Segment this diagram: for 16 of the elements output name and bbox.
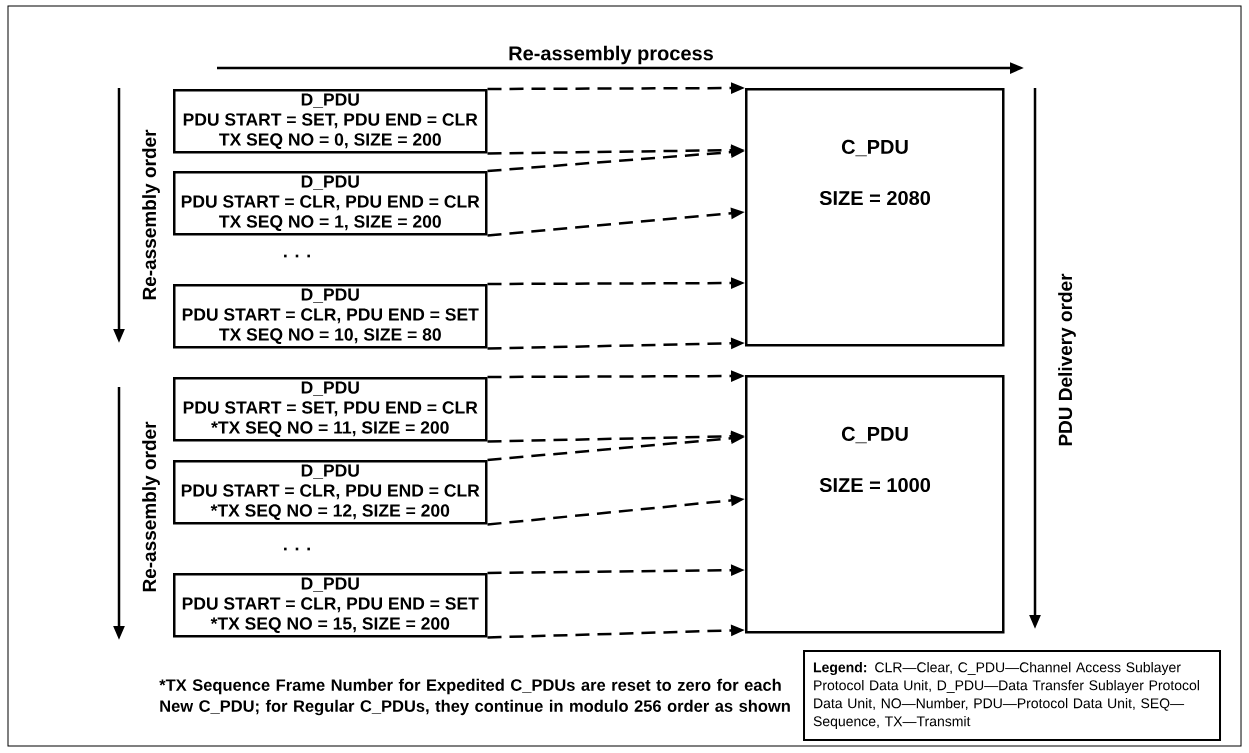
channel-unit-box: C_PDU SIZE = 1000 [745, 375, 1005, 634]
heading: Re-assembly process [509, 45, 713, 65]
axis-label: Re-assembly order [142, 421, 160, 592]
ellipsis: . . . [284, 254, 310, 258]
ellipsis: . . . [284, 547, 310, 551]
channel-unit-box: C_PDU SIZE = 2080 [745, 88, 1005, 347]
footnote: *TX Sequence Frame Number for Expedited C_PDUs are reset to zero for each New C_PDU; for Regular C_PDUs, they continue in modulo 256 order as shown [159, 678, 790, 716]
data-unit-box: D_PDU PDU START = SET, PDU END = CLR TX SEQ NO = 0, SIZE = 200 [173, 89, 488, 154]
legend-box: Legend: CLR—Clear, C_PDU—Channel Access Sublayer Protocol Data Unit, D_PDU—Data Transfer Sublayer Protocol Data Unit, NO—Number, PDU—Protocol Data Unit, SEQ—Sequence, TX—Transmit [803, 650, 1221, 741]
data-unit-box: D_PDU PDU START = SET, PDU END = CLR *TX SEQ NO = 11, SIZE = 200 [173, 377, 488, 442]
axis-label: PDU Delivery order [1058, 273, 1076, 446]
data-unit-box: D_PDU PDU START = CLR, PDU END = CLR TX SEQ NO = 1, SIZE = 200 [173, 171, 488, 236]
data-unit-box: D_PDU PDU START = CLR, PDU END = SET TX SEQ NO = 10, SIZE = 80 [173, 284, 488, 349]
axis-label: Re-assembly order [142, 129, 160, 300]
data-unit-box: D_PDU PDU START = CLR, PDU END = SET *TX SEQ NO = 15, SIZE = 200 [173, 573, 488, 638]
data-unit-box: D_PDU PDU START = CLR, PDU END = CLR *TX SEQ NO = 12, SIZE = 200 [173, 460, 488, 525]
